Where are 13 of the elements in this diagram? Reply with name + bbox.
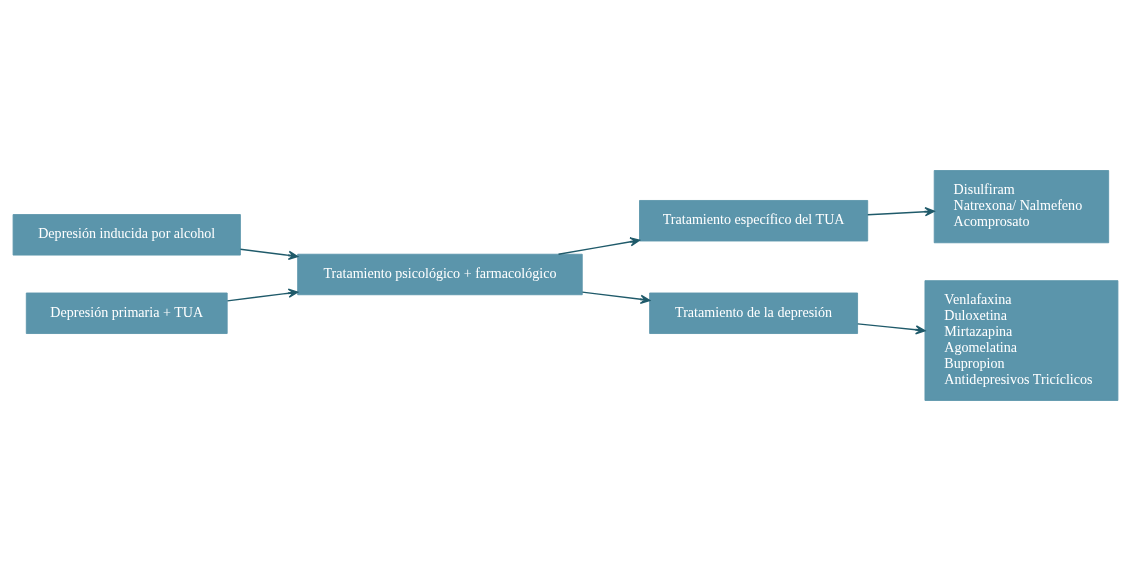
- node-box: Depresión primaria + TUA: [25, 292, 228, 334]
- node-box: Tratamiento psicológico + farmacológico: [297, 253, 583, 296]
- node-box: Tratamiento específico del TUA: [639, 200, 869, 242]
- arrow: [581, 291, 651, 304]
- arrow: [867, 207, 935, 217]
- node-box: Venlafaxina Duloxetina Mirtazapina Agomelatina Bupropion Antidepresivos Tricíclicos: [924, 280, 1119, 401]
- node-box: Tratamiento de la depresión: [649, 292, 858, 334]
- node-box: Disulfiram Natrexona/ Nalmefeno Acomprosato: [933, 170, 1110, 244]
- arrow: [857, 323, 926, 335]
- arrow: [557, 237, 641, 255]
- arrow: [239, 248, 299, 260]
- arrow: [226, 288, 299, 302]
- node-box: Depresión inducida por alcohol: [12, 214, 241, 256]
